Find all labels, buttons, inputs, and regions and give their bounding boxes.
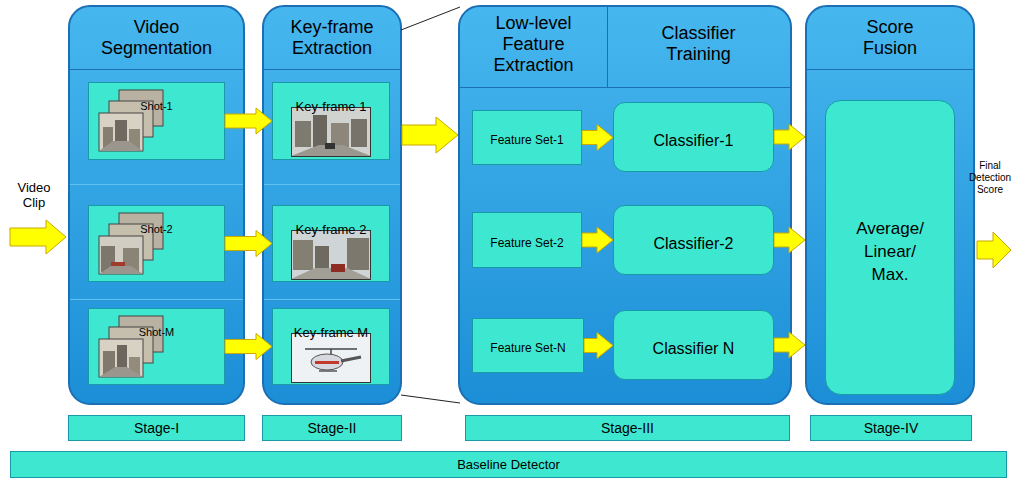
stage-box: Stage-IV <box>810 415 972 441</box>
flow-arrow <box>225 334 272 360</box>
stage-column: Key-frame Extraction Key-frame 1 Key-fra… <box>262 5 402 405</box>
stage-column: Low-level Feature ExtractionClassifier T… <box>458 5 792 405</box>
output-arrow <box>977 232 1011 268</box>
box-label: Shot-M <box>134 319 179 346</box>
zoom-line <box>401 7 460 30</box>
classifier-box: Classifier-2 <box>613 205 774 275</box>
flow-label: Final Detection Score <box>966 160 1014 196</box>
box-label: Shot-2 <box>135 216 177 243</box>
baseline-bar: Baseline Detector <box>10 451 1007 478</box>
box-label: Average/ Linear/ Max. <box>848 218 932 287</box>
classifier-box: Classifier N <box>613 310 774 380</box>
stage-box: Stage-III <box>465 415 790 441</box>
flow-arrow <box>225 108 272 134</box>
column-heading: Key-frame Extraction <box>272 17 392 59</box>
column-heading: Low-level Feature Extraction <box>460 7 607 76</box>
box-label: Key-frame 2 <box>296 216 367 240</box>
section-divider <box>264 69 400 70</box>
column-heading: Score Fusion <box>845 17 935 59</box>
key-frame-box: Key-frame 1 <box>272 82 390 160</box>
shot-box: Shot-1 <box>88 82 225 160</box>
key-frame-picture <box>291 107 371 157</box>
stage-box: Stage-I <box>68 415 245 441</box>
feature-box: Feature Set-1 <box>472 110 582 165</box>
flow-label: Video Clip <box>6 180 62 210</box>
fusion-box: Average/ Linear/ Max. <box>825 100 955 395</box>
section-divider <box>70 69 243 70</box>
box-label: Baseline Detector <box>457 457 560 472</box>
feature-box: Feature Set-N <box>472 318 584 373</box>
shot-box: Shot-M <box>88 308 225 385</box>
box-label: Feature Set-N <box>473 332 583 359</box>
column-heading: Classifier Training <box>607 7 790 65</box>
classifier-box: Classifier-1 <box>613 102 774 172</box>
flow-arrow <box>774 227 805 253</box>
section-divider <box>70 299 243 300</box>
flow-arrow <box>225 231 272 257</box>
shot-box: Shot-2 <box>88 205 225 282</box>
box-label: Classifier-2 <box>620 227 767 254</box>
box-label: Key-frame 1 <box>296 93 367 117</box>
box-label: Stage-III <box>601 420 654 436</box>
stage-box: Stage-II <box>262 415 402 441</box>
box-label: Classifier N <box>620 332 767 359</box>
box-label: Key-frame M <box>294 319 368 343</box>
feature-box: Feature Set-2 <box>472 212 582 268</box>
shot-frames-picture <box>95 315 167 381</box>
flow-arrow <box>774 332 805 358</box>
flow-arrow <box>584 333 613 359</box>
box-label: Feature Set-1 <box>473 124 581 151</box>
key-frame-picture <box>291 333 371 383</box>
column-heading: Video Segmentation <box>97 17 217 59</box>
box-label: Classifier-1 <box>620 124 767 151</box>
flow-arrow <box>774 124 805 150</box>
flow-arrow <box>582 125 613 151</box>
box-label: Stage-I <box>134 420 179 436</box>
section-divider <box>807 69 973 70</box>
box-label: Shot-1 <box>135 93 177 120</box>
section-divider <box>70 184 243 185</box>
section-divider <box>264 299 400 300</box>
flow-arrow <box>582 227 613 253</box>
stage-column: Score FusionAverage/ Linear/ Max. <box>805 5 975 405</box>
stage-column: Video Segmentation Shot-1 Shot-2 Shot-M <box>68 5 245 405</box>
box-label: Stage-IV <box>864 420 918 436</box>
zoom-line <box>401 395 460 403</box>
section-divider <box>264 184 400 185</box>
flow-arrow <box>402 117 458 153</box>
section-divider <box>460 87 790 88</box>
box-label: Feature Set-2 <box>473 227 581 254</box>
input-arrow <box>10 220 66 254</box>
key-frame-box: Key-frame M <box>272 308 390 385</box>
shot-frames-picture <box>95 89 167 155</box>
shot-frames-picture <box>95 212 167 278</box>
key-frame-picture <box>291 230 371 280</box>
key-frame-box: Key-frame 2 <box>272 205 390 282</box>
section-divider <box>607 7 608 87</box>
box-label: Stage-II <box>307 420 356 436</box>
